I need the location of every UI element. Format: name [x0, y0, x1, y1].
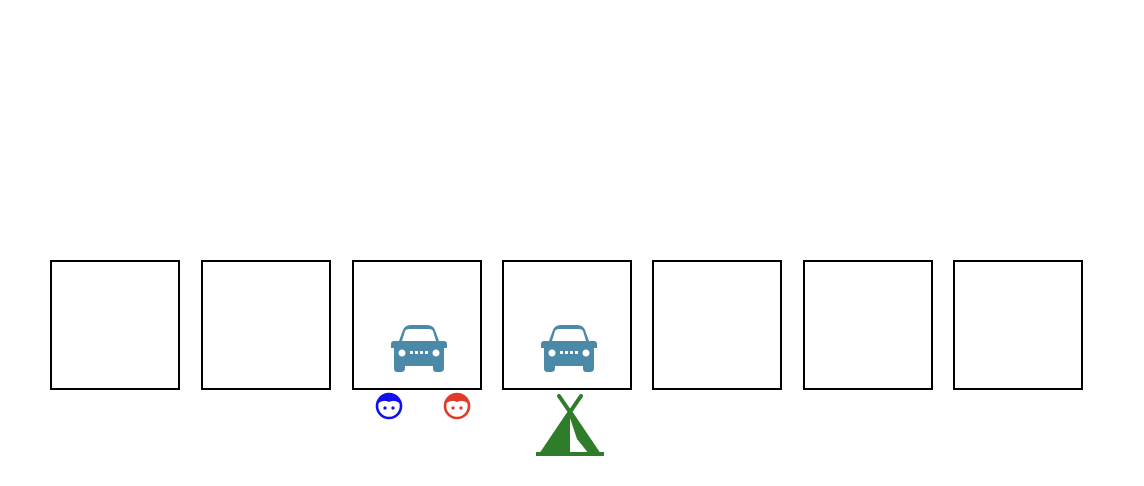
player-red-face-icon[interactable]	[442, 391, 472, 421]
board-cell-3[interactable]	[352, 260, 482, 390]
player-blue-face-icon[interactable]	[374, 391, 404, 421]
car-icon	[391, 325, 447, 372]
board-cell-1[interactable]	[50, 260, 180, 390]
board-cell-4[interactable]	[502, 260, 632, 390]
car-icon	[541, 325, 597, 372]
board-cell-5[interactable]	[652, 260, 782, 390]
board-cell-6[interactable]	[803, 260, 933, 390]
tent-icon	[536, 394, 604, 456]
board-cell-7[interactable]	[953, 260, 1083, 390]
board-cell-2[interactable]	[201, 260, 331, 390]
